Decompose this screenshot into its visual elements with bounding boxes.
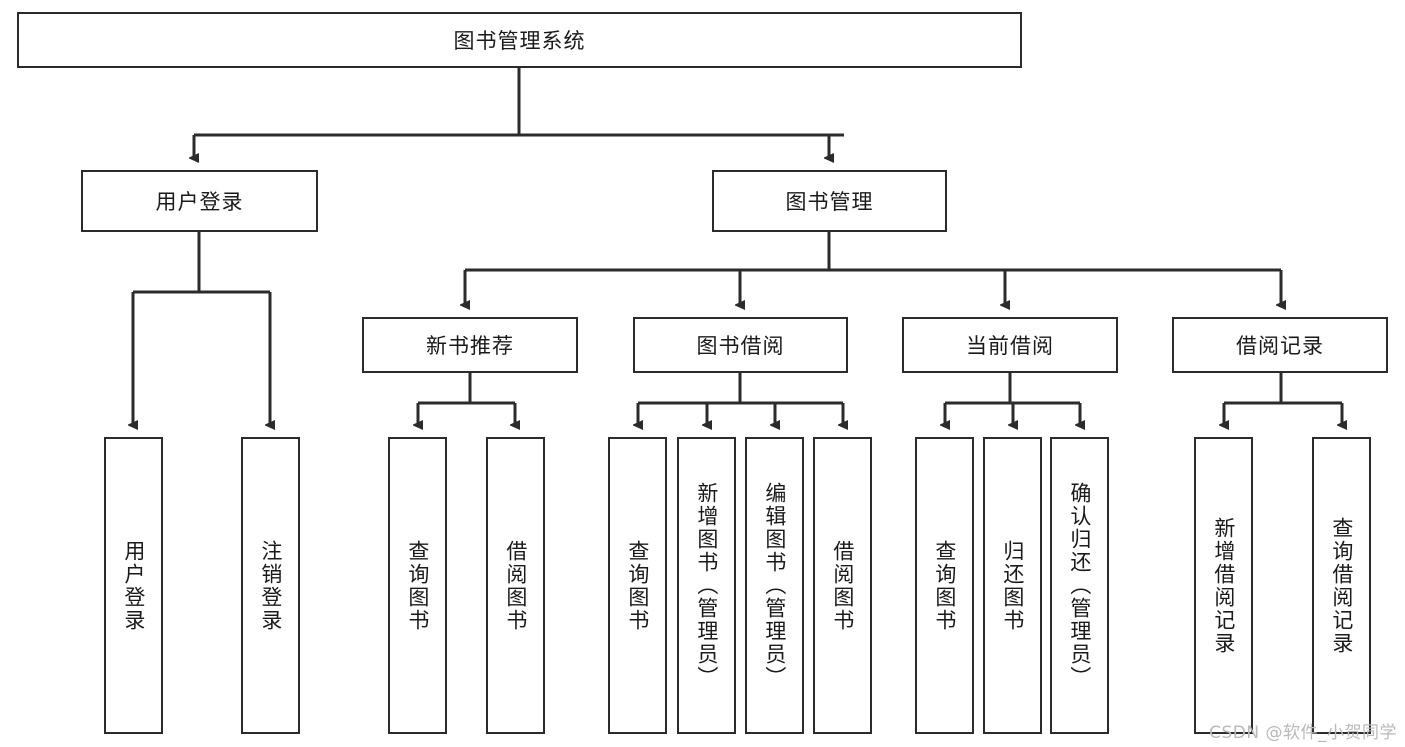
node-label: 编辑图书（管理员） — [762, 482, 787, 689]
node-label: 借阅图书 — [503, 539, 528, 632]
node-label: 图书管理 — [785, 190, 874, 214]
leaf-book-borrow-edit[interactable]: 编辑图书（管理员） — [745, 437, 804, 734]
leaf-current-borrow-confirm-return[interactable]: 确认归还（管理员） — [1050, 437, 1109, 734]
node-label: 确认归还（管理员） — [1067, 482, 1092, 689]
node-book-management[interactable]: 图书管理 — [712, 170, 947, 232]
node-user-login[interactable]: 用户登录 — [81, 170, 318, 232]
watermark-text: CSDN @软件_小贺同学 — [1209, 723, 1397, 743]
leaf-borrow-record-add[interactable]: 新增借阅记录 — [1194, 437, 1253, 734]
node-label: 查询图书 — [405, 539, 430, 632]
leaf-book-borrow-add[interactable]: 新增图书（管理员） — [677, 437, 736, 734]
node-label: 查询图书 — [625, 539, 650, 632]
leaf-current-borrow-query[interactable]: 查询图书 — [915, 437, 974, 734]
leaf-book-borrow-borrow[interactable]: 借阅图书 — [813, 437, 872, 734]
node-root-book-management-system[interactable]: 图书管理系统 — [17, 12, 1022, 68]
node-label: 新增图书（管理员） — [694, 482, 719, 689]
node-label: 图书管理系统 — [453, 29, 586, 53]
node-label: 查询图书 — [932, 539, 957, 632]
node-label: 归还图书 — [1000, 539, 1025, 632]
leaf-new-book-borrow[interactable]: 借阅图书 — [486, 437, 545, 734]
leaf-user-login-signin[interactable]: 用户登录 — [104, 437, 163, 734]
node-label: 新书推荐 — [426, 334, 514, 358]
node-label: 当前借阅 — [966, 334, 1054, 358]
node-label: 查询借阅记录 — [1329, 516, 1354, 655]
leaf-user-login-signout[interactable]: 注销登录 — [241, 437, 300, 734]
leaf-new-book-query[interactable]: 查询图书 — [388, 437, 447, 734]
node-label: 用户登录 — [121, 539, 146, 632]
leaf-book-borrow-query[interactable]: 查询图书 — [608, 437, 667, 734]
leaf-borrow-record-query[interactable]: 查询借阅记录 — [1312, 437, 1371, 734]
node-label: 图书借阅 — [696, 334, 785, 358]
node-borrowing-records[interactable]: 借阅记录 — [1172, 317, 1388, 373]
node-current-borrowing[interactable]: 当前借阅 — [902, 317, 1118, 373]
node-book-borrowing[interactable]: 图书借阅 — [633, 317, 848, 373]
leaf-current-borrow-return[interactable]: 归还图书 — [983, 437, 1042, 734]
node-label: 借阅图书 — [830, 539, 855, 632]
node-label: 用户登录 — [155, 190, 244, 214]
node-new-book-recommendation[interactable]: 新书推荐 — [362, 317, 578, 373]
node-label: 新增借阅记录 — [1211, 516, 1236, 655]
node-label: 注销登录 — [258, 539, 283, 632]
node-label: 借阅记录 — [1236, 334, 1324, 358]
